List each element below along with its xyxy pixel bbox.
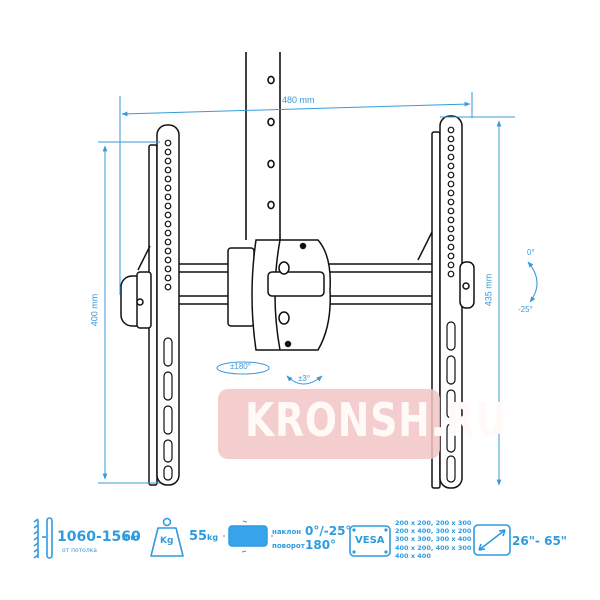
tilt-value: 0°/-25° [305,524,352,538]
vesa-size-row: 400 x 200, 400 x 300 [395,543,472,552]
drop-range-note: от потолка [62,547,97,554]
vesa-icon [349,525,391,557]
swivel-label: ±180° [230,362,251,371]
tilt-bottom-label: -25° [518,305,533,314]
vesa-size-row: 400 x 400 [395,551,431,560]
vesa-size-row: 200 x 400, 300 x 200 [395,527,472,536]
dimension-lines [98,92,538,486]
ceiling-drop-icon [33,517,53,559]
spec-icons [33,517,511,559]
vesa-size-row: 300 x 300, 300 x 400 [395,535,472,544]
tilt-screen-icon [223,520,273,553]
swivel-spec-label: поворот [272,542,305,550]
screen-size-value: 26"- 65" [512,534,568,548]
weight-icon-label: Kg [160,536,174,546]
weight-icon [150,517,184,557]
center-clamp [227,239,331,351]
left-height-dimension-label: 400 mm [89,293,100,327]
left-bracket [120,124,180,486]
level-adjust-label: ±3° [298,374,311,383]
tilt-top-label: 0° [527,248,535,257]
max-load-unit: kg [207,533,219,542]
watermark-background [218,389,440,459]
max-load-value: 55 [189,529,208,544]
vesa-sizes-list: 200 x 200, 200 x 300 200 x 400, 300 x 20… [395,519,471,560]
diagonal-arrow-icon [473,524,511,556]
spec-bar: 1060-1560 mm от потолка Kg 55 kg наклон … [0,505,600,575]
vesa-icon-label: VESA [355,535,385,546]
vesa-size-row: 200 x 200, 200 x 300 [395,519,472,527]
tilt-label: наклон [272,528,302,536]
ceiling-pole [245,52,281,240]
width-dimension-label: 480 mm [282,95,315,105]
watermark-text: KRONSH.RU [245,393,508,447]
drop-range-unit: mm [122,533,139,542]
drop-range-value: 1060-1560 [57,529,141,545]
right-height-dimension-label: 435 mm [483,273,494,307]
swivel-value: 180° [305,538,337,552]
